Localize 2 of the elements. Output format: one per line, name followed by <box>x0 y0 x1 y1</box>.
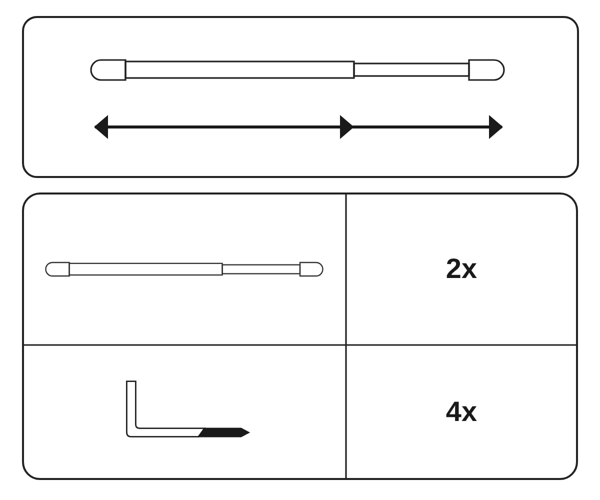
quantity-text: 4x <box>446 398 478 426</box>
quantity-text: 2x <box>446 255 478 284</box>
